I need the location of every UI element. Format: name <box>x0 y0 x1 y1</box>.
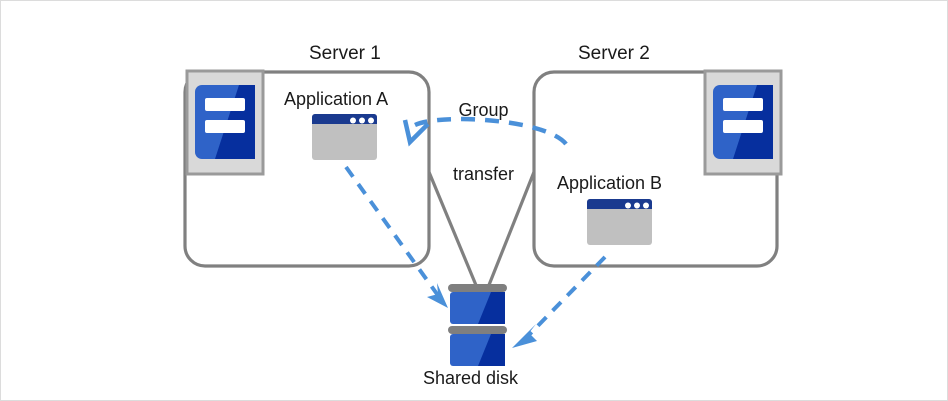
connector-server1-to-disk <box>427 171 480 291</box>
group-transfer-label-line1: Group <box>458 100 509 121</box>
group-transfer-label: Group transfer <box>453 58 514 228</box>
application-window-icon <box>587 199 652 245</box>
group-transfer-label-line2: transfer <box>453 164 515 185</box>
shared-disk-label: Shared disk <box>423 368 519 388</box>
connector-server2-to-disk <box>485 171 536 291</box>
server2-title: Server 2 <box>578 43 650 64</box>
application-window-icon <box>312 114 377 160</box>
server1-title: Server 1 <box>309 43 381 64</box>
arrow-app-a-to-disk <box>344 165 448 308</box>
application-a-label: Application A <box>284 89 389 109</box>
application-b-label: Application B <box>557 173 663 193</box>
disk-stack-icon <box>448 284 507 366</box>
arrow-app-b-to-disk <box>512 255 607 348</box>
arrow-group-transfer <box>402 116 568 147</box>
server1-box[interactable] <box>183 70 431 268</box>
server-icon <box>703 69 783 176</box>
server-icon <box>185 69 265 176</box>
